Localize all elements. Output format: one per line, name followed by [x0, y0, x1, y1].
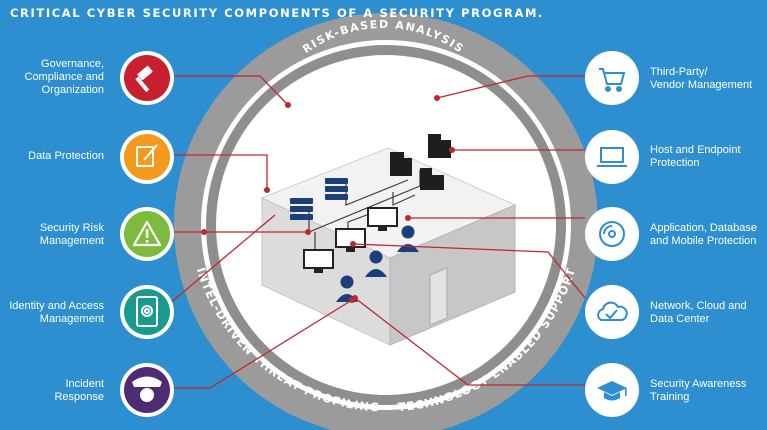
- application-circle: [585, 207, 639, 261]
- label-host-endpoint: Host and Endpoint Protection: [650, 144, 741, 169]
- fingerprint-tablet-icon: [136, 296, 158, 327]
- label-application-database: Application, Database and Mobile Protect…: [650, 222, 758, 247]
- governance-circle: [120, 51, 174, 105]
- identity-circle: [120, 285, 174, 339]
- disc-icon: [599, 221, 625, 247]
- label-governance: Governance, Compliance and Organization: [24, 58, 105, 96]
- host-circle: [585, 130, 639, 184]
- gavel-icon: [135, 65, 153, 93]
- shopping-cart-icon: [599, 68, 626, 92]
- office-building-icon: [428, 134, 451, 158]
- label-network-cloud: Network, Cloud and Data Center: [650, 300, 747, 325]
- training-circle: [585, 363, 639, 417]
- server-rack-icon: [325, 178, 348, 200]
- label-data-protection: Data Protection: [28, 150, 104, 162]
- vendor-circle: [585, 51, 639, 105]
- network-circle: [585, 285, 639, 339]
- data-protection-circle: [120, 130, 174, 184]
- graduation-cap-icon: [597, 381, 627, 401]
- label-incident-response: Incident Response: [54, 378, 104, 403]
- office-building-icon: [390, 152, 412, 176]
- data-center-building: [260, 147, 517, 346]
- monitor-icon: [335, 228, 366, 252]
- label-third-party: Third-Party/ Vendor Management: [650, 66, 753, 91]
- cloud-icon: [597, 301, 628, 321]
- risk-circle: [120, 207, 174, 261]
- label-security-risk: Security Risk Management: [39, 222, 104, 247]
- server-rack-icon: [290, 198, 313, 220]
- label-security-awareness: Security Awareness Training: [650, 378, 747, 403]
- monitor-icon: [303, 249, 334, 273]
- pen-paper-icon: [136, 144, 158, 167]
- connector-lines: [161, 75, 586, 389]
- warning-icon: [132, 220, 162, 247]
- laptop-icon: [597, 147, 627, 167]
- label-identity-access: Identity and Access Management: [9, 300, 104, 325]
- office-building-icon: [420, 168, 444, 190]
- page-title: CRITICAL CYBER SECURITY COMPONENTS OF A …: [10, 6, 544, 20]
- monitor-icon: [367, 207, 398, 231]
- incident-circle: [120, 363, 174, 417]
- connector-dots: [201, 95, 455, 303]
- police-officer-icon: [132, 376, 162, 402]
- person-icon: [365, 250, 387, 277]
